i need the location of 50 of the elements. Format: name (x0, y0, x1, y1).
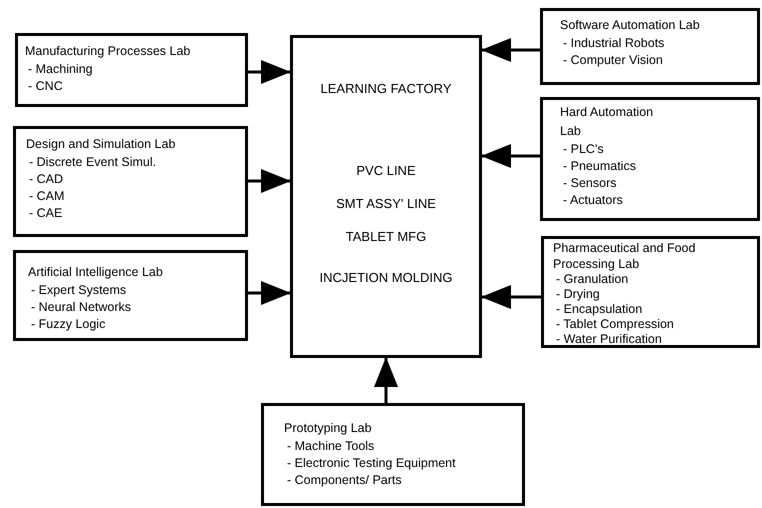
lab-box (13, 250, 248, 341)
lab-item: - Expert Systems (30, 282, 126, 299)
lab-item: - CAD (28, 171, 64, 188)
lab-item: - CAM (28, 188, 64, 205)
factory-box (290, 35, 482, 358)
lab-title: Pharmaceutical and Food Processing Lab (553, 240, 696, 272)
lab-box (15, 33, 248, 107)
lab-title: Software Automation Lab (560, 17, 700, 34)
lab-box (540, 97, 760, 221)
lab-item: - Neural Networks (30, 299, 132, 316)
lab-item: - Electronic Testing Equipment (286, 455, 456, 472)
lab-item: - CNC (27, 78, 63, 95)
lab-item: - Machine Tools (286, 438, 374, 455)
lab-item: - Sensors (562, 175, 616, 192)
lab-item: - Granulation (555, 272, 628, 287)
lab-title: Hard Automation Lab (560, 104, 654, 140)
lab-item: - Tablet Compression (555, 317, 674, 332)
lab-item: - Pneumatics (562, 158, 636, 175)
arrow (374, 357, 398, 403)
lab-title: Prototyping Lab (284, 420, 372, 437)
lab-title: Artificial Intelligence Lab (28, 264, 163, 281)
line-name: PVC LINE (356, 163, 416, 179)
lab-item: - PLC's (562, 141, 604, 158)
lab-title: Manufacturing Processes Lab (25, 43, 190, 60)
arrow (481, 285, 541, 309)
lab-item: - Actuators (562, 192, 623, 209)
lab-item: - Encapsulation (555, 302, 642, 317)
lab-item: - Machining (27, 61, 93, 78)
arrow (248, 60, 291, 84)
line-name: INCJETION MOLDING (320, 270, 452, 286)
lab-item: - Discrete Event Simul. (28, 154, 156, 171)
arrow (481, 38, 540, 62)
line-name: LEARNING FACTORY (320, 81, 452, 97)
lab-box (541, 236, 760, 348)
line-name: SMT ASSY' LINE (336, 196, 436, 212)
line-name: TABLET MFG (346, 229, 426, 245)
lab-box (261, 403, 525, 506)
arrow (248, 281, 291, 305)
lab-box (540, 8, 760, 85)
lab-item: - Drying (555, 287, 600, 302)
lab-box (13, 126, 248, 237)
lab-item: - CAE (28, 205, 62, 222)
arrow (248, 169, 291, 193)
lab-title: Design and Simulation Lab (26, 136, 176, 153)
lab-item: - Computer Vision (562, 52, 663, 69)
lab-item: - Industrial Robots (562, 35, 664, 52)
arrow (481, 144, 540, 168)
lab-item: - Water Purification (555, 332, 662, 347)
lab-item: - Fuzzy Logic (30, 316, 106, 333)
lab-item: - Components/ Parts (286, 472, 402, 489)
